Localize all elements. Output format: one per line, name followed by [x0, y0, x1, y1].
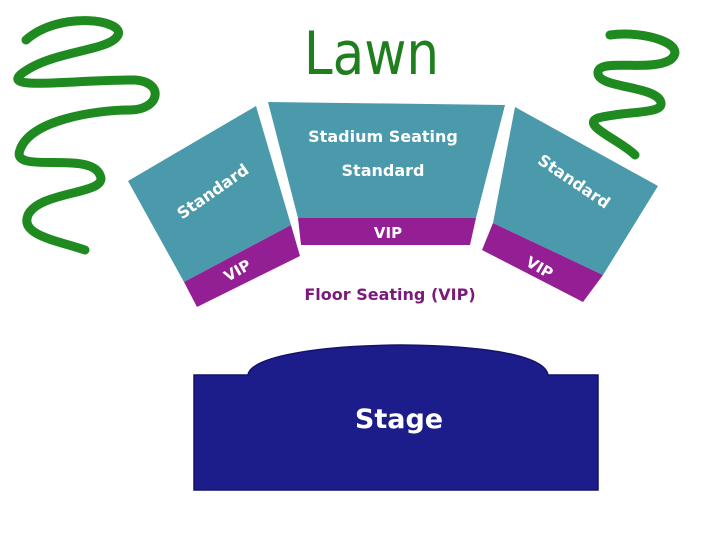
floor-seating-label: Floor Seating (VIP) [304, 285, 475, 304]
section-right-vip[interactable] [482, 223, 603, 302]
stage-shape [193, 344, 599, 491]
section-center[interactable]: Stadium Seating Standard VIP [268, 102, 505, 245]
lawn-label: Lawn [304, 19, 439, 89]
stage: Stage [193, 344, 599, 491]
section-right[interactable]: Standard VIP [482, 107, 658, 302]
section-center-vip-label: VIP [374, 224, 402, 242]
section-left-vip[interactable] [184, 225, 300, 307]
section-left-standard[interactable] [128, 106, 291, 282]
section-center-standard-label: Standard [342, 161, 425, 180]
section-center-standard[interactable] [268, 102, 505, 218]
section-center-title: Stadium Seating [308, 127, 458, 146]
section-center-vip[interactable] [298, 218, 476, 245]
grass-squiggle-left [13, 16, 160, 255]
section-left[interactable]: Standard VIP [128, 106, 300, 307]
section-right-standard[interactable] [493, 107, 658, 275]
grass-squiggle-right [588, 29, 680, 160]
stage-label: Stage [355, 404, 443, 435]
